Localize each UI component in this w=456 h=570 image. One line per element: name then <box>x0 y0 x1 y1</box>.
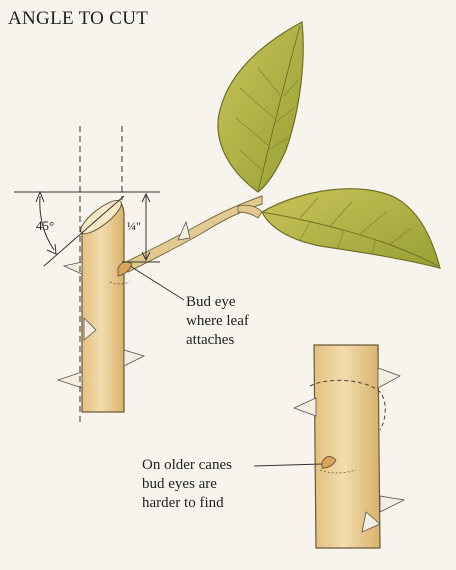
bud-eye-label-1: Bud eye <box>186 294 236 310</box>
angle-label: 45° <box>36 218 54 233</box>
thorn-left-3 <box>58 372 82 388</box>
thorn-right-2 <box>294 398 316 416</box>
bud-eye-label-3: attaches <box>186 332 234 348</box>
thorn-right-1 <box>378 368 400 388</box>
leaf-lower <box>262 189 440 268</box>
thorn-left-4 <box>124 350 144 366</box>
thorn-left-1 <box>64 262 82 274</box>
older-canes-leader <box>254 464 322 466</box>
bud-eye-label-2: where leaf <box>186 313 249 329</box>
older-canes-label-3: harder to find <box>142 495 224 511</box>
bud-eye-leader <box>130 266 184 300</box>
measure-label: ¼" <box>127 219 141 233</box>
leaf-upper <box>218 22 303 192</box>
leaf-stem-branch <box>238 205 262 218</box>
stem-thorn <box>178 222 190 240</box>
thorn-right-3 <box>380 496 404 512</box>
older-canes-label-2: bud eyes are <box>142 476 217 492</box>
older-canes-label-1: On older canes <box>142 457 232 473</box>
diagram-title: ANGLE TO CUT <box>8 8 148 30</box>
